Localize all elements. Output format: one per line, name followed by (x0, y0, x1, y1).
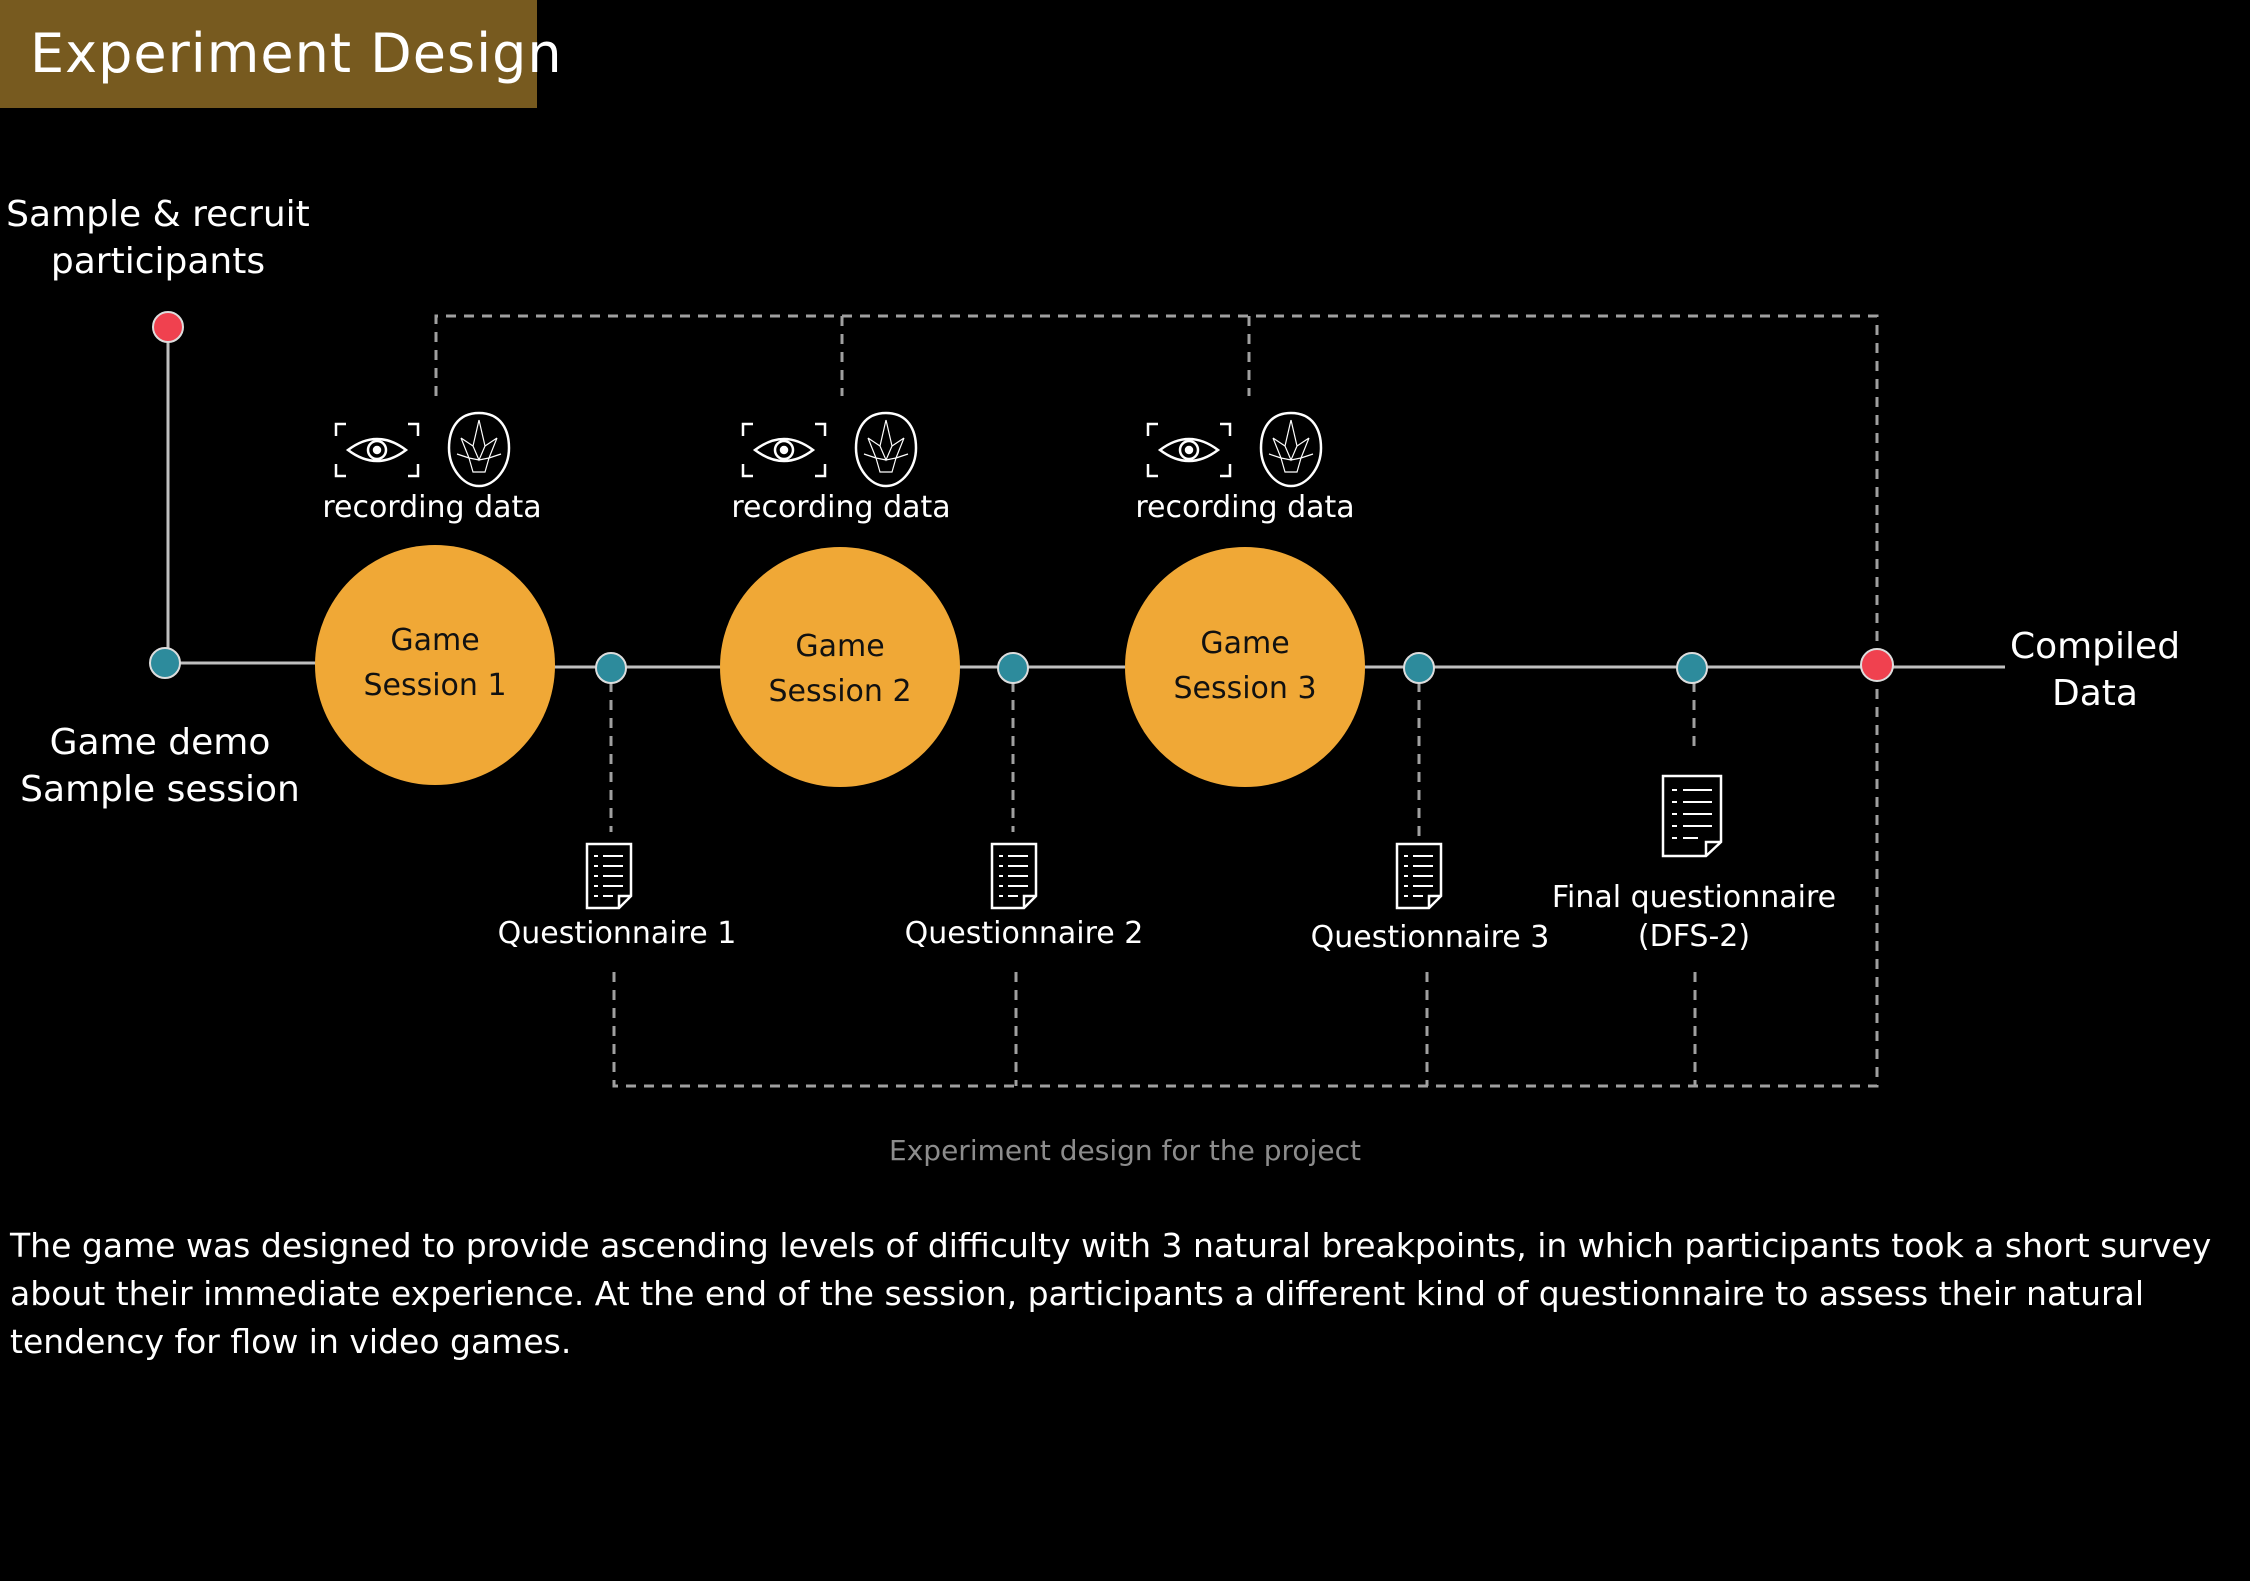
eye-scan-icon (1146, 422, 1232, 478)
start-label-text: Sample & recruit participants (6, 194, 310, 282)
session-label-1: Game Session 1 (335, 618, 535, 708)
top-dashed-bracket (434, 314, 1879, 663)
session-circle-3 (1125, 547, 1365, 787)
questionnaire-label-final-text: Final questionnaire (DFS-2) (1551, 880, 1837, 954)
face-scan-icon (447, 411, 511, 488)
session-circle-1 (315, 545, 555, 785)
document-icon-final (1661, 774, 1723, 858)
final-node (1676, 652, 1708, 684)
session-label-2-text: Game Session 2 (768, 629, 912, 709)
session-label-3: Game Session 3 (1145, 621, 1345, 711)
title-bar: Experiment Design (0, 0, 562, 108)
recording-icons (334, 411, 1323, 488)
end-node (1860, 648, 1894, 682)
document-icons (585, 774, 1723, 910)
start-node (152, 311, 184, 343)
eye-scan-icon (741, 422, 827, 478)
bottom-dashed-bracket (612, 663, 1879, 1088)
demo-label: Game demo Sample session (0, 720, 320, 814)
recording-icon-2 (741, 411, 918, 488)
q3-node (1403, 652, 1435, 684)
questionnaire-label-3: Questionnaire 3 (1310, 920, 1550, 955)
timeline-horizontal (168, 661, 2005, 669)
figure-caption: Experiment design for the project (889, 1134, 1361, 1167)
document-icon-1 (585, 842, 633, 910)
demo-label-text: Game demo Sample session (20, 722, 300, 810)
start-label: Sample & recruit participants (0, 192, 316, 286)
nodes (149, 311, 1894, 684)
session-label-3-text: Game Session 3 (1173, 626, 1317, 706)
recording-label-2: recording data (731, 490, 951, 525)
document-icon-3 (1395, 842, 1443, 910)
recording-label-3: recording data (1135, 490, 1355, 525)
questionnaire-label-final: Final questionnaire (DFS-2) (1534, 878, 1854, 956)
face-scan-icon (854, 411, 918, 488)
description-paragraph: The game was designed to provide ascendi… (10, 1226, 2212, 1361)
face-scan-icon (1259, 411, 1323, 488)
q1-node (595, 652, 627, 684)
questionnaire-label-1: Questionnaire 1 (497, 916, 737, 951)
q2-node (997, 652, 1029, 684)
recording-icon-3 (1146, 411, 1323, 488)
dashed-connectors (434, 314, 1879, 1088)
recording-label-1: recording data (322, 490, 542, 525)
demo-node (149, 647, 181, 679)
recording-icon-1 (334, 411, 511, 488)
session-circle-2 (720, 547, 960, 787)
session-label-1-text: Game Session 1 (363, 623, 507, 703)
end-label-text: Compiled Data (2009, 626, 2181, 714)
timeline (166, 327, 2005, 669)
end-label: Compiled Data (1990, 624, 2200, 718)
questionnaire-label-2: Questionnaire 2 (904, 916, 1144, 951)
eye-scan-icon (334, 422, 420, 478)
session-label-2: Game Session 2 (740, 624, 940, 714)
page-title: Experiment Design (30, 22, 563, 85)
document-icon-2 (990, 842, 1038, 910)
